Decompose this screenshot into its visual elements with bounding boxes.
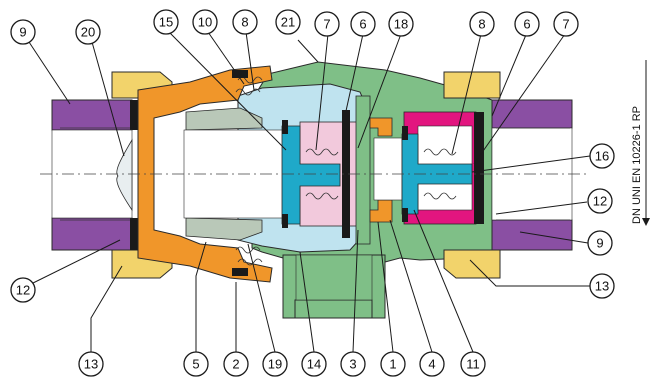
right-yellow-ring-bottom [443,249,501,279]
right-spring-coils [423,148,457,200]
callout-1: 1 [380,351,406,377]
right-nut-purple-top [491,99,573,129]
callout-10: 10 [192,9,218,35]
callout-15: 15 [153,9,179,35]
right-threads [496,127,570,221]
callout-16: 16 [589,143,615,169]
callout-9-top-left: 9 [10,19,36,45]
svg-text:10: 10 [198,15,212,30]
svg-text:5: 5 [192,357,199,372]
callout-18: 18 [388,11,414,37]
callout-11: 11 [460,351,486,377]
svg-text:18: 18 [394,17,408,32]
callout-13-left: 13 [78,351,104,377]
orange-connector-left [137,65,273,283]
svg-text:9: 9 [596,236,603,251]
svg-text:6: 6 [523,17,530,32]
seat-ring [355,95,371,245]
black-oring-top [232,70,248,78]
standard-label-group: DN UNI EN 10226-1 RP [631,60,650,226]
callout-21: 21 [275,9,301,35]
filter-cone [116,138,133,212]
callout-3: 3 [340,351,366,377]
svg-text:19: 19 [268,357,282,372]
right-seal-strip [474,112,484,224]
svg-text:13: 13 [595,279,609,294]
svg-text:7: 7 [562,17,569,32]
left-spring-cage [342,110,350,238]
left-spring-coils [305,148,339,200]
right-nut-purple-bottom [491,219,573,251]
callout-8-right: 8 [469,11,495,37]
right-piston-seal-top [402,126,408,140]
callout-5: 5 [183,351,209,377]
left-nut-purple-bottom [51,217,133,251]
callout-7-left: 7 [314,11,340,37]
svg-text:16: 16 [595,149,609,164]
svg-text:8: 8 [241,15,248,30]
right-check-valve [401,111,484,225]
svg-text:1: 1 [389,357,396,372]
svg-text:8: 8 [478,17,485,32]
callout-2: 2 [223,351,249,377]
callout-7-right: 7 [553,11,579,37]
svg-text:11: 11 [466,357,480,372]
callouts: 9 20 15 10 8 21 7 6 18 8 6 7 16 12 9 13 … [10,9,615,377]
svg-text:15: 15 [159,15,173,30]
callout-8-left: 8 [232,9,258,35]
leader-lines [28,29,591,354]
svg-text:6: 6 [359,17,366,32]
center-white-gap [373,137,403,201]
callout-13-right: 13 [589,273,615,299]
callout-6-left: 6 [350,11,376,37]
callout-20: 20 [75,19,101,45]
svg-text:3: 3 [349,357,356,372]
svg-text:12: 12 [593,194,607,209]
standard-arrow-head [642,218,650,226]
callout-19: 19 [262,351,288,377]
callout-14: 14 [301,351,327,377]
gray-ring-top [185,107,263,131]
svg-text:21: 21 [281,15,295,30]
bottom-coil-spring [235,246,263,266]
left-piston-seal-bottom [282,214,288,228]
svg-text:7: 7 [323,17,330,32]
svg-text:20: 20 [81,25,95,40]
svg-text:4: 4 [428,357,435,372]
left-gasket-top [130,100,138,130]
left-piston-seal-top [282,120,288,134]
orange-seat-top [369,117,393,137]
svg-text:12: 12 [16,283,30,298]
right-piston-seal-bottom [402,208,408,222]
callout-12-left: 12 [10,277,36,303]
standard-label: DN UNI EN 10226-1 RP [631,106,643,224]
callout-9-right: 9 [587,230,613,256]
gray-ring-bottom [185,217,263,241]
callout-12-right: 12 [587,188,613,214]
svg-text:2: 2 [232,357,239,372]
black-oring-bottom [232,268,248,276]
left-gasket-bottom [130,218,138,250]
callout-6-right: 6 [514,11,540,37]
svg-text:13: 13 [84,357,98,372]
outlet-bore [295,254,373,301]
left-nut-purple-top [51,99,133,131]
callout-4: 4 [419,351,445,377]
right-yellow-ring-top [443,71,501,99]
svg-text:9: 9 [19,25,26,40]
left-threads [60,127,130,221]
svg-text:14: 14 [307,357,321,372]
